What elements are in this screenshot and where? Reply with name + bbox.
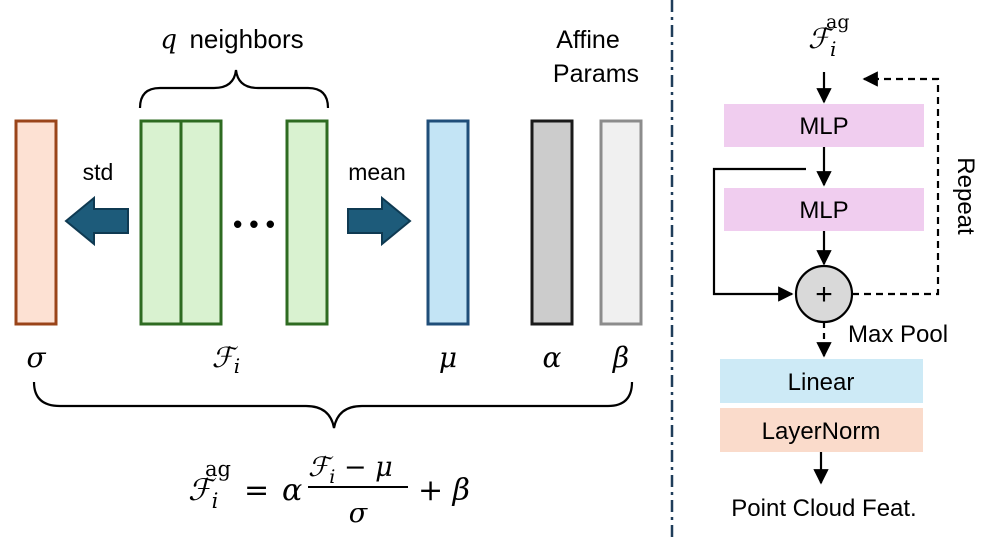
neighbors-label: q neighbors	[160, 24, 303, 55]
mu-symbol: μ	[439, 341, 457, 374]
sigma-bar	[14, 119, 58, 326]
maxpool-label: Max Pool	[848, 321, 948, 348]
alpha-bar	[530, 119, 574, 326]
beta-symbol: β	[612, 341, 629, 374]
std-arrow	[64, 195, 129, 247]
beta-bar	[599, 119, 643, 326]
input-feature-sup: ag	[826, 11, 850, 33]
neighbors-brace	[138, 69, 330, 109]
mlp-label-1: MLP	[799, 113, 848, 140]
linear-label: Linear	[788, 369, 855, 396]
neighbor-bar-2	[179, 119, 223, 326]
formula-lhs-sup: ag	[205, 457, 231, 481]
output-label: Point Cloud Feat.	[731, 495, 916, 522]
repeat-label: Repeat	[952, 157, 979, 235]
neighbor-bar-3	[285, 119, 329, 326]
formula-numerator: ℱi − μ	[308, 452, 393, 488]
layernorm-label: LayerNorm	[762, 418, 881, 445]
sigma-symbol: σ	[26, 341, 46, 374]
add-symbol: +	[815, 278, 833, 311]
layernorm-block	[720, 408, 923, 452]
neighbor-bar-1	[139, 119, 183, 326]
formula-plus-beta: + β	[418, 473, 470, 508]
mlp-block-2	[724, 188, 924, 231]
ellipsis-dots: • • •	[233, 209, 275, 239]
formula-alpha: α	[282, 473, 302, 508]
linear-block	[720, 359, 923, 403]
std-label: std	[83, 159, 114, 185]
bottom-brace	[32, 381, 634, 429]
alpha-symbol: α	[543, 341, 562, 374]
mean-arrow	[347, 195, 412, 247]
formula-equals: =	[244, 473, 269, 508]
affine-params-label: Affine	[556, 26, 619, 54]
mlp-block-1	[724, 104, 924, 147]
affine-params-label-2: Params	[553, 60, 639, 88]
features-symbol: ℱi	[212, 341, 240, 378]
mlp-label-2: MLP	[799, 197, 848, 224]
repeat-loop-line	[852, 71, 940, 296]
residual-skip-line	[712, 167, 806, 302]
mu-bar	[426, 119, 470, 326]
mean-label: mean	[348, 159, 406, 185]
formula-denominator: σ	[349, 498, 369, 529]
